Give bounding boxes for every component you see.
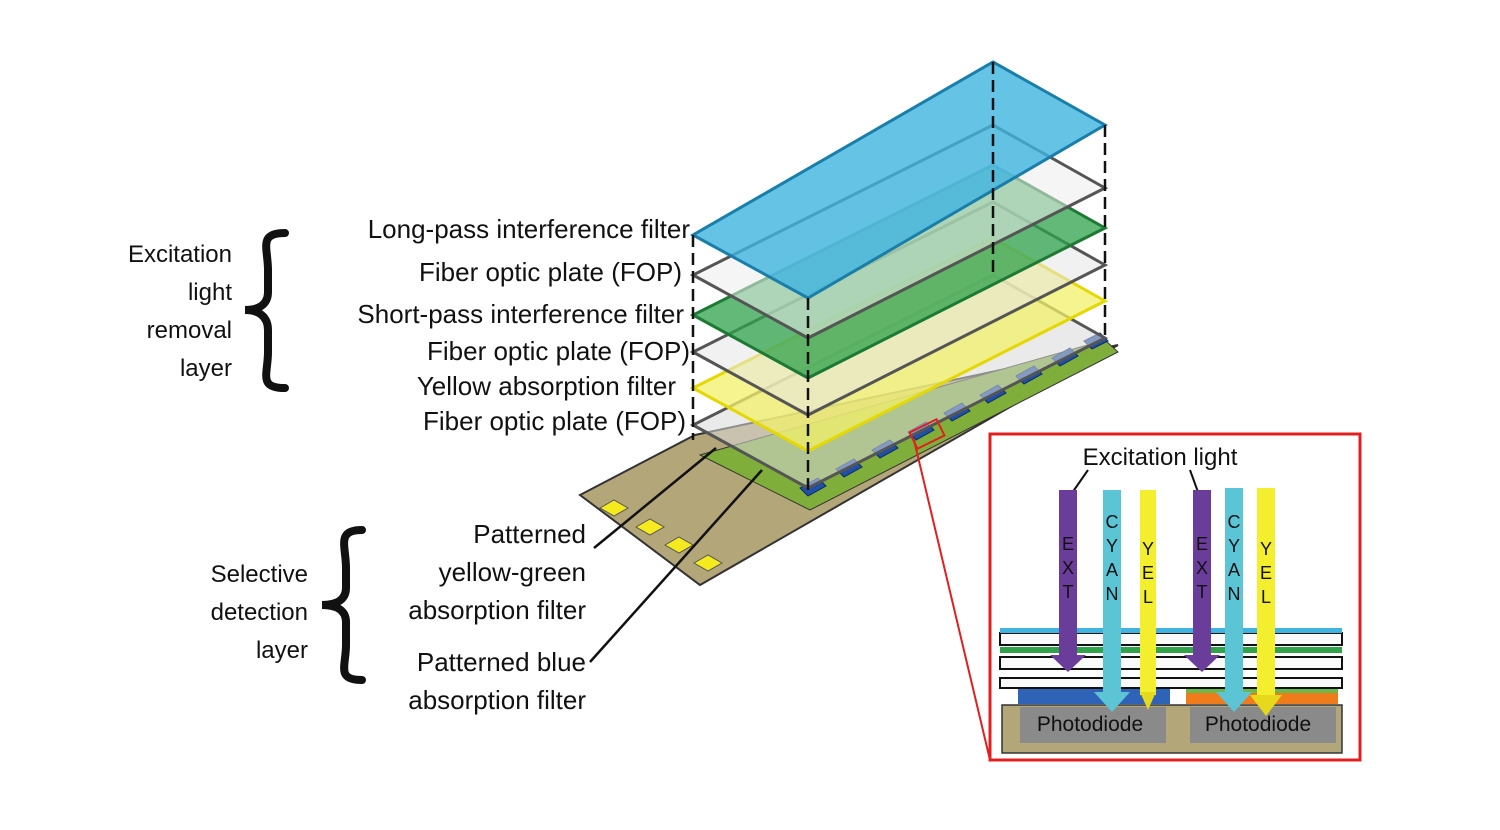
contact-pad (598, 499, 630, 517)
label-long-pass: Long-pass interference filter (368, 214, 691, 244)
title-pointer-right (1189, 469, 1199, 493)
leader-line-blue (589, 469, 763, 663)
inset-panel: Excitation light Photodiode Photodiode (988, 432, 1362, 762)
stack-edges (691, 62, 1107, 495)
title-pointer-left (1071, 469, 1089, 494)
layer-stack (689, 60, 1109, 490)
contact-pad (634, 518, 666, 536)
inset-fop (999, 656, 1343, 670)
photodiode-right (1190, 707, 1336, 743)
label-fop-1: Fiber optic plate (FOP) (419, 257, 682, 287)
selective-group-line-1: Selective (211, 561, 308, 588)
blue-absorption-block (1018, 688, 1170, 704)
inset-green-filter (1000, 647, 1342, 653)
photodiode-left-label: Photodiode (1037, 713, 1143, 736)
contact-pad (692, 554, 724, 572)
leader-line-yellow-green (593, 447, 717, 549)
inset-title: Excitation light (1083, 444, 1238, 471)
pattern-blue-line-2: absorption filter (408, 685, 586, 715)
label-short-pass: Short-pass interference filter (357, 299, 684, 329)
selective-brace (321, 526, 366, 684)
contact-pads (598, 499, 724, 572)
label-fop-3: Fiber optic plate (FOP) (423, 406, 686, 436)
pattern-yg-line-1: Patterned (473, 519, 586, 549)
zoom-connector-line (913, 439, 991, 761)
photodiode-right-label: Photodiode (1205, 713, 1311, 736)
photodiode-left (1020, 707, 1166, 743)
pattern-yg-line-2: yellow-green (439, 557, 586, 587)
beam-yel-right (1250, 488, 1282, 716)
pattern-yg-line-3: absorption filter (408, 595, 586, 625)
zoom-source-box (908, 417, 946, 451)
beam-cyan-right (1216, 488, 1252, 712)
pattern-blue-line-1: Patterned blue (417, 647, 586, 677)
beam-yel-left (1140, 490, 1156, 710)
beam-ext-left (1050, 490, 1086, 672)
inset-fop-top (999, 632, 1343, 646)
excitation-brace (244, 229, 289, 392)
excitation-group-line-3: removal (147, 317, 232, 344)
excitation-group-line-1: Excitation (128, 241, 232, 268)
excitation-group-line-2: light (188, 279, 232, 306)
excitation-group-line-4: layer (180, 355, 232, 382)
label-fop-2: Fiber optic plate (FOP) (427, 336, 690, 366)
beam-cyan-left (1094, 490, 1130, 712)
label-yellow-filter: Yellow absorption filter (417, 371, 677, 401)
contact-pad (663, 536, 695, 554)
selective-group-line-2: detection (211, 599, 308, 626)
beam-ext-right (1184, 490, 1220, 672)
inset-long-pass-filter (1000, 628, 1342, 633)
selective-group-line-3: layer (256, 637, 308, 664)
inset-yellow-filter (999, 677, 1343, 689)
